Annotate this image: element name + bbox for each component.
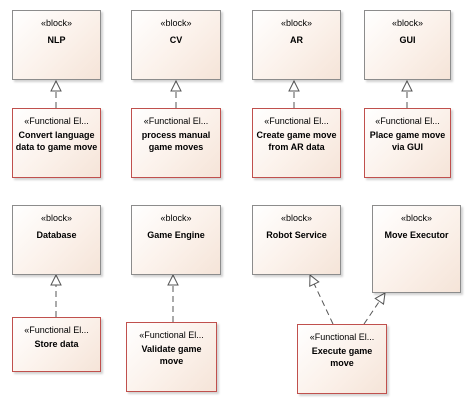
function-name: process manual game moves — [141, 130, 211, 152]
function-stereotype: «Functional El... — [264, 116, 329, 126]
block-stereotype: «block» — [391, 18, 424, 28]
block-cv[interactable]: «block» CV — [131, 10, 221, 80]
block-stereotype: «block» — [40, 213, 73, 223]
block-stereotype: «block» — [160, 18, 192, 28]
functional-element-create-from-ar[interactable]: «Functional El... Create game move from … — [252, 108, 341, 178]
function-stereotype: «Functional El... — [24, 116, 89, 126]
block-database[interactable]: «block» Database — [12, 205, 101, 275]
block-gui[interactable]: «block» GUI — [364, 10, 451, 80]
block-name: Move Executor — [384, 230, 449, 240]
block-stereotype: «block» — [400, 213, 433, 223]
function-name: Store data — [34, 339, 79, 349]
function-name: Create game move from AR data — [256, 130, 337, 152]
block-move-executor[interactable]: «block» Move Executor — [372, 205, 461, 293]
function-stereotype: «Functional El... — [375, 116, 440, 126]
block-nlp[interactable]: «block» NLP — [12, 10, 101, 80]
realization-connector — [363, 293, 385, 325]
function-stereotype: «Functional El... — [309, 332, 375, 342]
block-name: Robot Service — [266, 230, 327, 240]
functional-element-place-via-gui[interactable]: «Functional El... Place game move via GU… — [364, 108, 451, 178]
block-ar[interactable]: «block» AR — [252, 10, 341, 80]
realization-connector — [310, 275, 334, 325]
function-name: Place game move via GUI — [369, 130, 446, 152]
block-robot-service[interactable]: «block» Robot Service — [252, 205, 341, 275]
functional-element-store-data[interactable]: «Functional El... Store data — [12, 317, 101, 372]
function-name: Execute game move — [311, 346, 373, 368]
block-stereotype: «block» — [280, 18, 313, 28]
function-stereotype: «Functional El... — [24, 325, 89, 335]
function-stereotype: «Functional El... — [139, 330, 204, 340]
functional-element-process-manual[interactable]: «Functional El... process manual game mo… — [131, 108, 221, 178]
functional-element-convert-language[interactable]: «Functional El... Convert language data … — [12, 108, 101, 178]
block-name: NLP — [47, 35, 66, 45]
block-name: Database — [36, 230, 77, 240]
block-game-engine[interactable]: «block» Game Engine — [131, 205, 221, 275]
block-stereotype: «block» — [40, 18, 73, 28]
function-name: Convert language data to game move — [15, 130, 98, 152]
functional-element-execute-game-move[interactable]: «Functional El... Execute game move — [297, 324, 387, 394]
block-name: GUI — [399, 35, 416, 45]
function-stereotype: «Functional El... — [143, 116, 209, 126]
block-name: AR — [290, 35, 303, 45]
functional-element-validate-game-move[interactable]: «Functional El... Validate game move — [126, 322, 217, 392]
block-stereotype: «block» — [280, 213, 313, 223]
function-name: Validate game move — [141, 344, 202, 366]
block-name: Game Engine — [147, 230, 205, 240]
block-stereotype: «block» — [160, 213, 192, 223]
block-name: CV — [169, 35, 183, 45]
